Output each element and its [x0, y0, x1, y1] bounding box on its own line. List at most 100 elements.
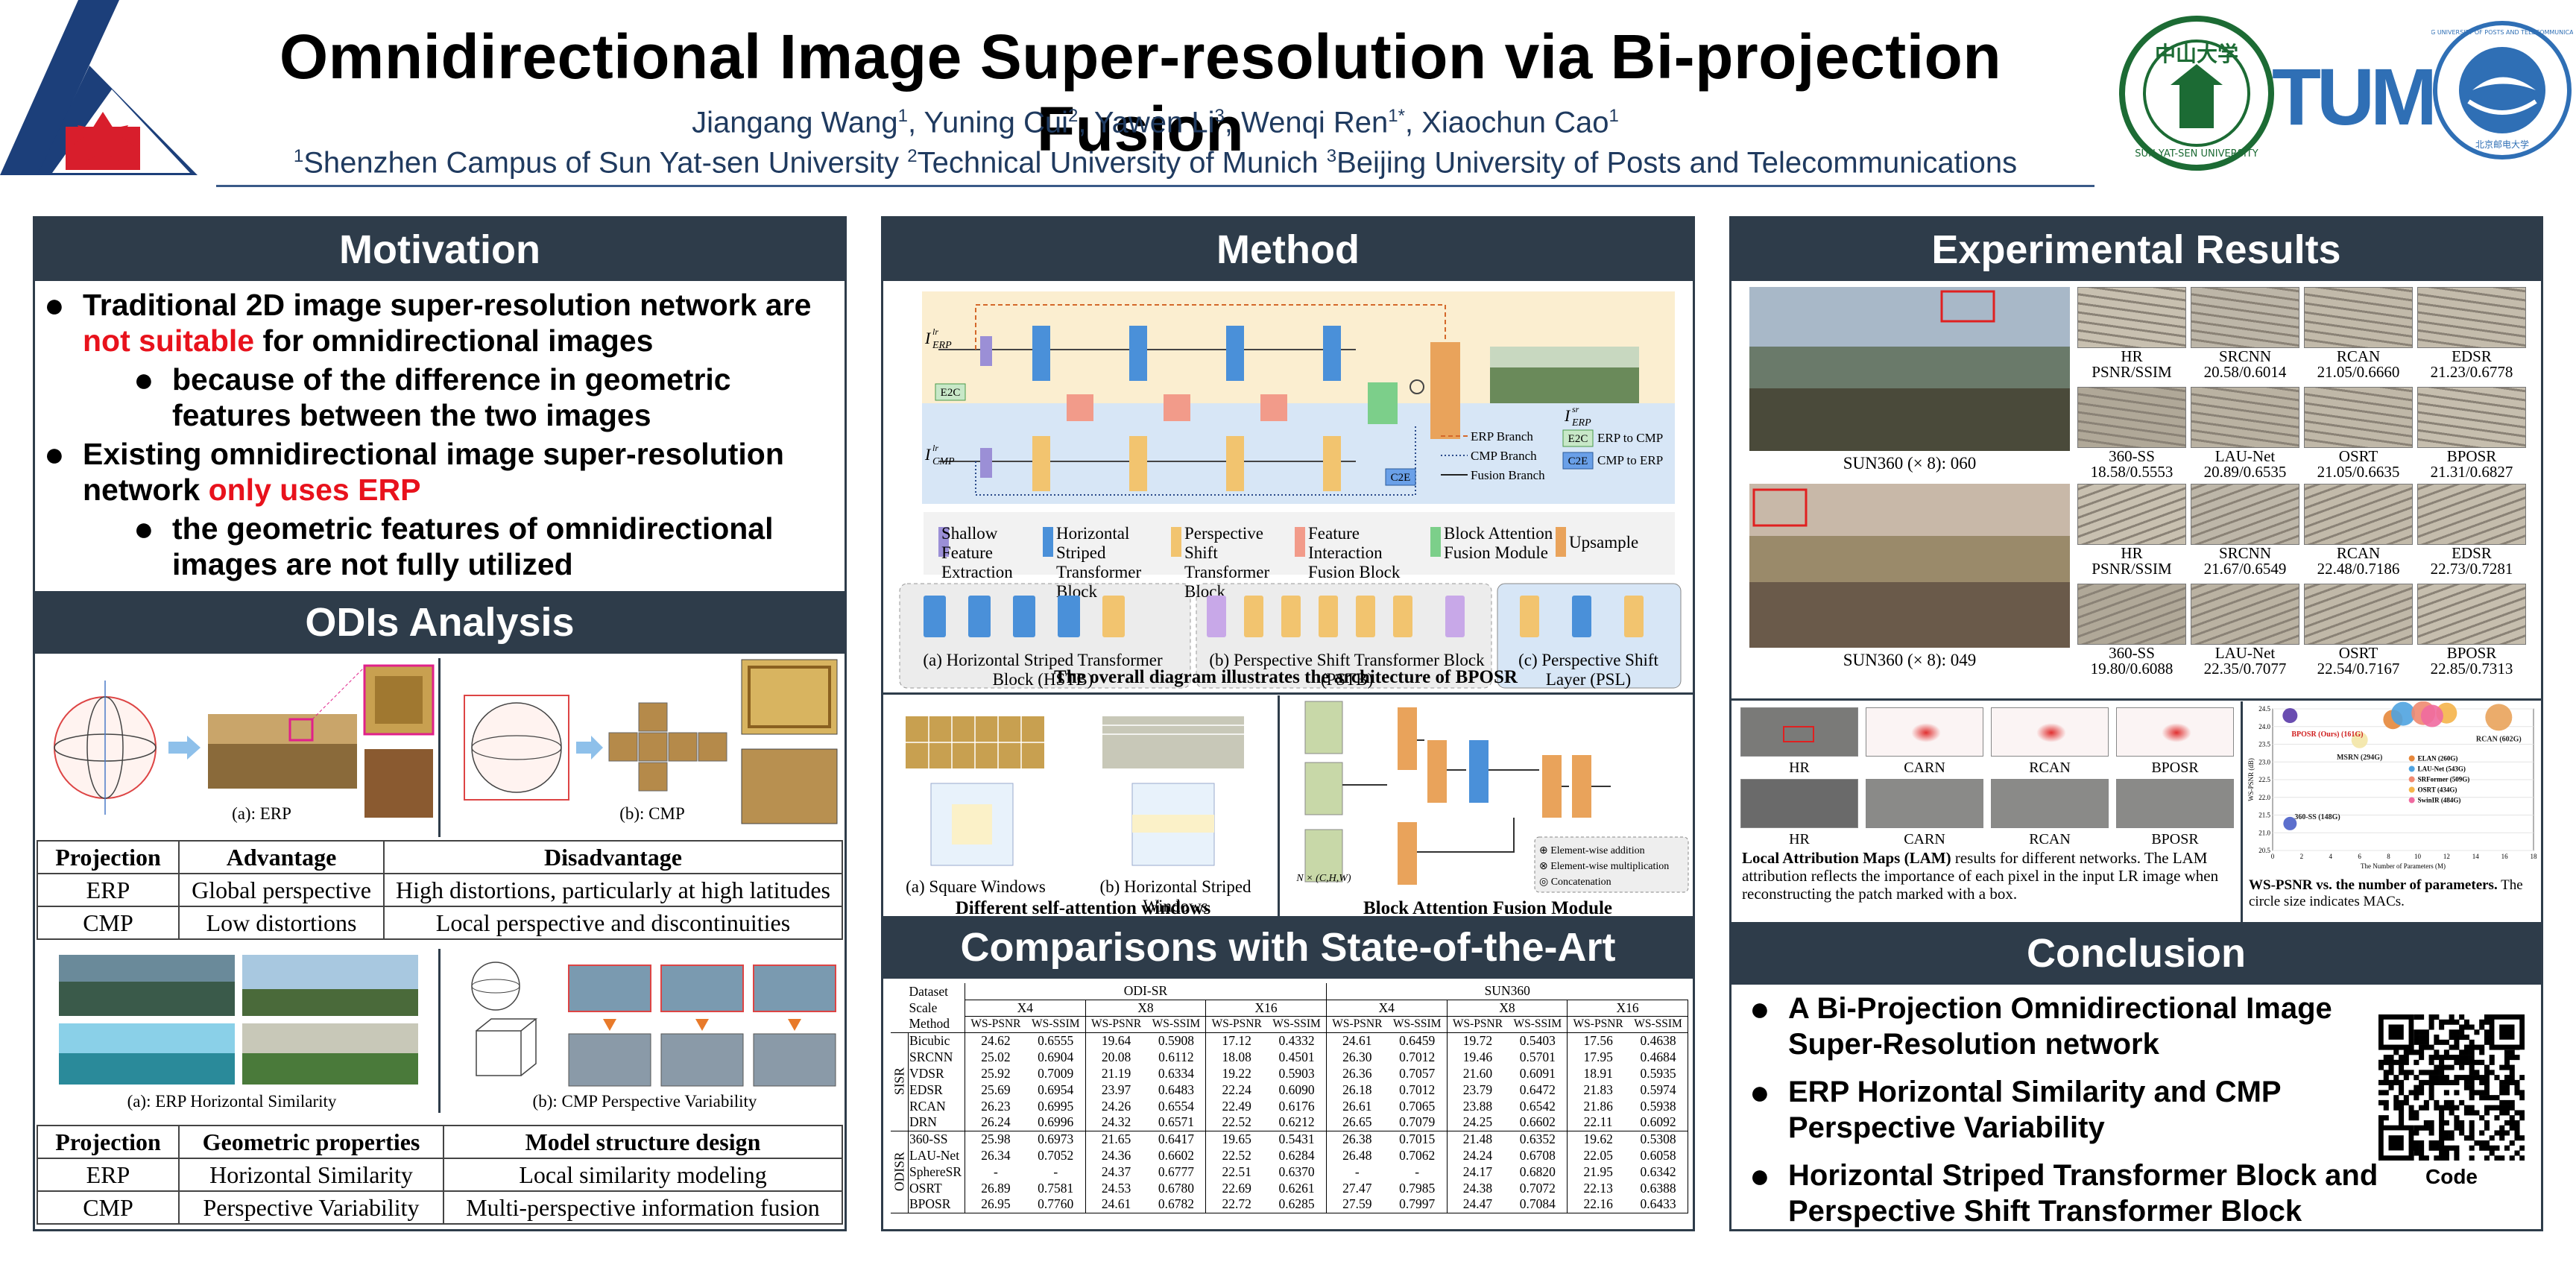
value-cell: 0.5431	[1267, 1131, 1327, 1147]
value-cell: 22.69	[1222, 1180, 1251, 1196]
data-point	[2391, 701, 2415, 726]
value-cell: 0.6555	[1026, 1032, 1086, 1049]
value-cell: 21.60	[1462, 1065, 1493, 1081]
value-cell: 26.48	[1342, 1147, 1372, 1163]
lam-reconstruction-image	[2116, 779, 2234, 828]
value-cell: 22.16	[1567, 1196, 1629, 1213]
value-cell: 24.38	[1462, 1180, 1493, 1196]
table-header-row: Projection Geometric properties Model st…	[37, 1125, 843, 1159]
value-cell: 19.72	[1462, 1032, 1493, 1048]
legend-marker	[2408, 765, 2415, 772]
value-cell: 24.17	[1462, 1164, 1493, 1179]
crop-metric-label: 22.54/0.7167	[2317, 660, 2400, 678]
cmp-variability-figure: (b): CMP Perspective Variability	[443, 949, 845, 1113]
left-column: Motivation ● Traditional 2D image super-…	[33, 216, 847, 1231]
sysu-logo: 中山大学 SUN YAT-SEN UNIVERSITY	[2119, 16, 2274, 171]
bposr-architecture: E2C C2E I ERP lr I CMP lr I ERP sr ERP B…	[899, 291, 1682, 689]
point-label-bposr: BPOSR (Ours) (161G)	[2291, 730, 2363, 739]
point-label-rcan: RCAN (602G)	[2476, 735, 2522, 743]
metric-header: WS-PSNR	[1205, 1016, 1268, 1033]
x-axis-label: The Number of Parameters (M)	[2361, 862, 2446, 870]
value-cell: 0.6904	[1026, 1049, 1086, 1065]
geometry-design-table: Projection Geometric properties Model st…	[37, 1125, 843, 1225]
table-header: Scale	[908, 1000, 965, 1016]
bafm-dims: N × (C,H,W)	[1296, 873, 1351, 884]
scale-header: X4	[965, 1000, 1086, 1017]
value-cell: 21.19	[1101, 1065, 1131, 1081]
value-cell: 0.4638	[1629, 1032, 1689, 1049]
windows-caption: Different self-attention windows	[955, 898, 1211, 918]
value-cell: 26.30	[1342, 1049, 1372, 1064]
method-cell: VDSR	[908, 1065, 965, 1082]
author-name: Yawen Li	[1093, 106, 1215, 139]
cmp-projection-figure: (b): CMP	[443, 658, 845, 837]
table-row: ERP Global perspective High distortions,…	[37, 873, 843, 907]
author-affil-mark: 2	[1068, 106, 1079, 126]
legend-fusion: Feature Interaction Fusion Block	[1308, 524, 1401, 581]
comparison-crop-image	[2417, 484, 2526, 545]
x-tick-label: 16	[2501, 853, 2509, 860]
method-cell: SRCNN	[908, 1049, 965, 1065]
value-cell: 0.7012	[1387, 1082, 1448, 1098]
y-tick-label: 23.5	[2258, 741, 2270, 748]
value-cell: 0.6996	[1026, 1114, 1086, 1131]
crop-method-label: EDSR	[2452, 347, 2492, 365]
value-cell: 0.6780	[1146, 1180, 1207, 1196]
crop-method-label: BPOSR	[2446, 447, 2497, 465]
table-cell: ERP	[37, 873, 180, 907]
affil-mark: 3	[1326, 146, 1337, 166]
value-cell: 18.08	[1222, 1049, 1251, 1064]
value-cell: 24.36	[1101, 1147, 1131, 1163]
code-label: Code	[2425, 1165, 2478, 1188]
crop-metric-label: 22.35/0.7077	[2203, 660, 2287, 678]
value-cell: 22.72	[1205, 1196, 1268, 1213]
author-affil-mark: 1	[1609, 106, 1619, 126]
crop-metric-label: 21.05/0.6635	[2317, 463, 2400, 481]
author-list: Jiangang Wang1, Yuning Cui2, Yawen Li3, …	[692, 106, 1619, 139]
group-label: SISR	[891, 1032, 909, 1131]
crop-metric-label: 20.58/0.6014	[2203, 363, 2287, 381]
comparison-crop-image	[2077, 387, 2186, 448]
qr-code-icon[interactable]	[2378, 1014, 2525, 1161]
erp-sphere-diagram	[54, 664, 435, 818]
value-cell: 22.52	[1205, 1114, 1268, 1131]
lam-label: CARN	[1904, 831, 1945, 847]
output-erp-label: I	[1564, 406, 1571, 425]
value-cell: 0.6571	[1146, 1114, 1207, 1131]
method-cell: Bicubic	[908, 1032, 965, 1049]
value-cell: 18.91	[1583, 1065, 1613, 1081]
lam-caption-bold: Local Attribution Maps (LAM)	[1742, 849, 1951, 867]
value-cell: 25.92	[981, 1065, 1011, 1081]
value-cell: 23.97	[1101, 1082, 1131, 1097]
conclusion-item-3: ●Horizontal Striped Transformer Block an…	[1749, 1158, 2384, 1229]
value-cell: 24.61	[1342, 1032, 1372, 1048]
value-cell: 0.7985	[1387, 1180, 1448, 1196]
metric-header: WS-SSIM	[1026, 1016, 1086, 1033]
lam-reconstruction-image	[1740, 779, 1858, 828]
legend-fusion-branch: Fusion Branch	[1471, 468, 1545, 482]
comparison-crop-image	[2191, 287, 2299, 348]
bullet-icon: ●	[133, 360, 154, 399]
value-cell: 21.65	[1101, 1131, 1131, 1146]
value-cell: 0.6058	[1629, 1147, 1689, 1164]
value-cell: 0.6995	[1026, 1098, 1086, 1114]
affiliation-name: Technical University of Munich	[917, 146, 1319, 180]
lam-label: HR	[1789, 760, 1810, 776]
author-name: Wenqi Ren	[1241, 106, 1389, 139]
table-header: Geometric properties	[178, 1125, 444, 1159]
value-cell: 22.13	[1583, 1180, 1613, 1196]
hstb-diagram	[916, 596, 1169, 640]
value-cell: 27.59	[1326, 1196, 1388, 1213]
table-cell: Multi-perspective information fusion	[443, 1190, 843, 1225]
value-cell: 27.47	[1342, 1180, 1372, 1196]
legend-addition: ⊕ Element-wise addition	[1539, 845, 1645, 856]
value-cell: 22.11	[1567, 1114, 1629, 1131]
legend-hstb: Horizontal Striped Transformer Block	[1056, 524, 1142, 601]
value-cell: 26.18	[1342, 1082, 1372, 1097]
legend-shallow: Shallow Feature Extraction	[941, 524, 1013, 581]
affiliation-name: Beijing University of Posts and Telecomm…	[1336, 146, 2018, 180]
value-cell: 0.6261	[1267, 1180, 1327, 1196]
